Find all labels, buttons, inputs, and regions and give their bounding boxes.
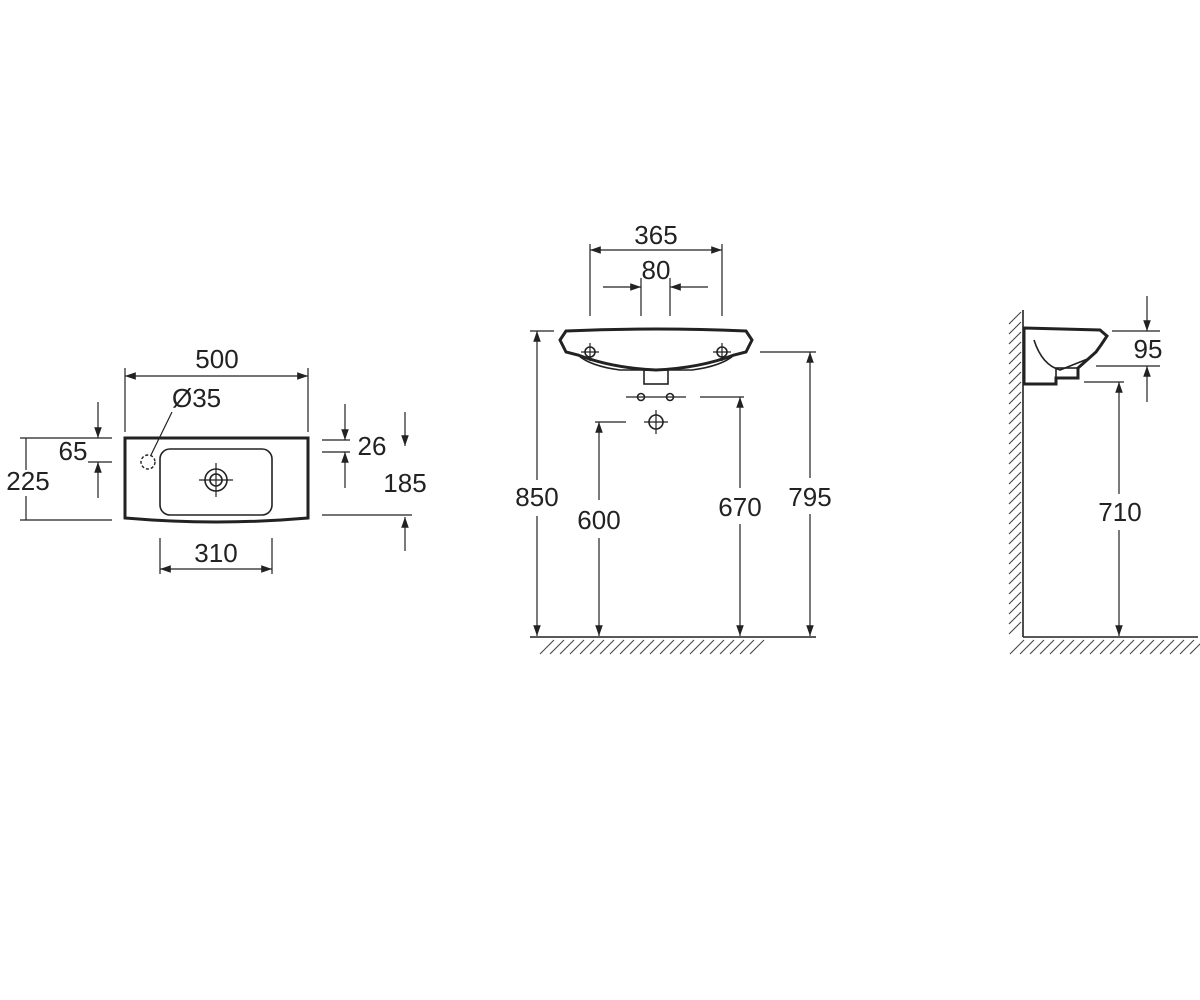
floor-hatch-side [1009, 639, 1200, 655]
side-view: 95 710 [1008, 296, 1200, 655]
dim-bowl-width: 310 [194, 538, 237, 568]
dim-tap-diameter: Ø35 [172, 383, 221, 413]
basin-outline-top [123, 436, 310, 524]
dim-rim-height: 850 [515, 482, 558, 512]
drain-icon [199, 463, 233, 497]
dim-waste-height-low: 600 [577, 505, 620, 535]
front-view: 365 80 850 600 670 795 [515, 220, 832, 655]
dim-underside-height: 795 [788, 482, 831, 512]
dim-clearance-height: 710 [1098, 497, 1141, 527]
basin-outline-front [558, 327, 754, 372]
dim-waste-height-high: 670 [718, 492, 761, 522]
top-view: 500 Ø35 225 65 310 26 185 [6, 344, 427, 574]
dim-tap-offset: 65 [59, 436, 88, 466]
floor-hatch-front [539, 639, 765, 655]
dim-rim-thickness: 26 [358, 431, 387, 461]
dim-bracket-span: 365 [634, 220, 677, 250]
tap-hole-icon [140, 454, 156, 470]
wall-hatch [1008, 311, 1022, 635]
bracket-hole-right-icon [713, 343, 731, 361]
bracket-hole-left-icon [581, 343, 599, 361]
waste-centre-icon [644, 410, 668, 434]
inner-bowl [159, 448, 273, 516]
dim-width: 500 [195, 344, 238, 374]
basin-outline-side [1022, 326, 1109, 386]
dim-bracket-gap: 80 [642, 255, 671, 285]
dim-bowl-depth: 185 [383, 468, 426, 498]
dim-bowl-height: 95 [1134, 334, 1163, 364]
waste-outlet [643, 369, 669, 385]
dim-depth: 225 [6, 466, 49, 496]
